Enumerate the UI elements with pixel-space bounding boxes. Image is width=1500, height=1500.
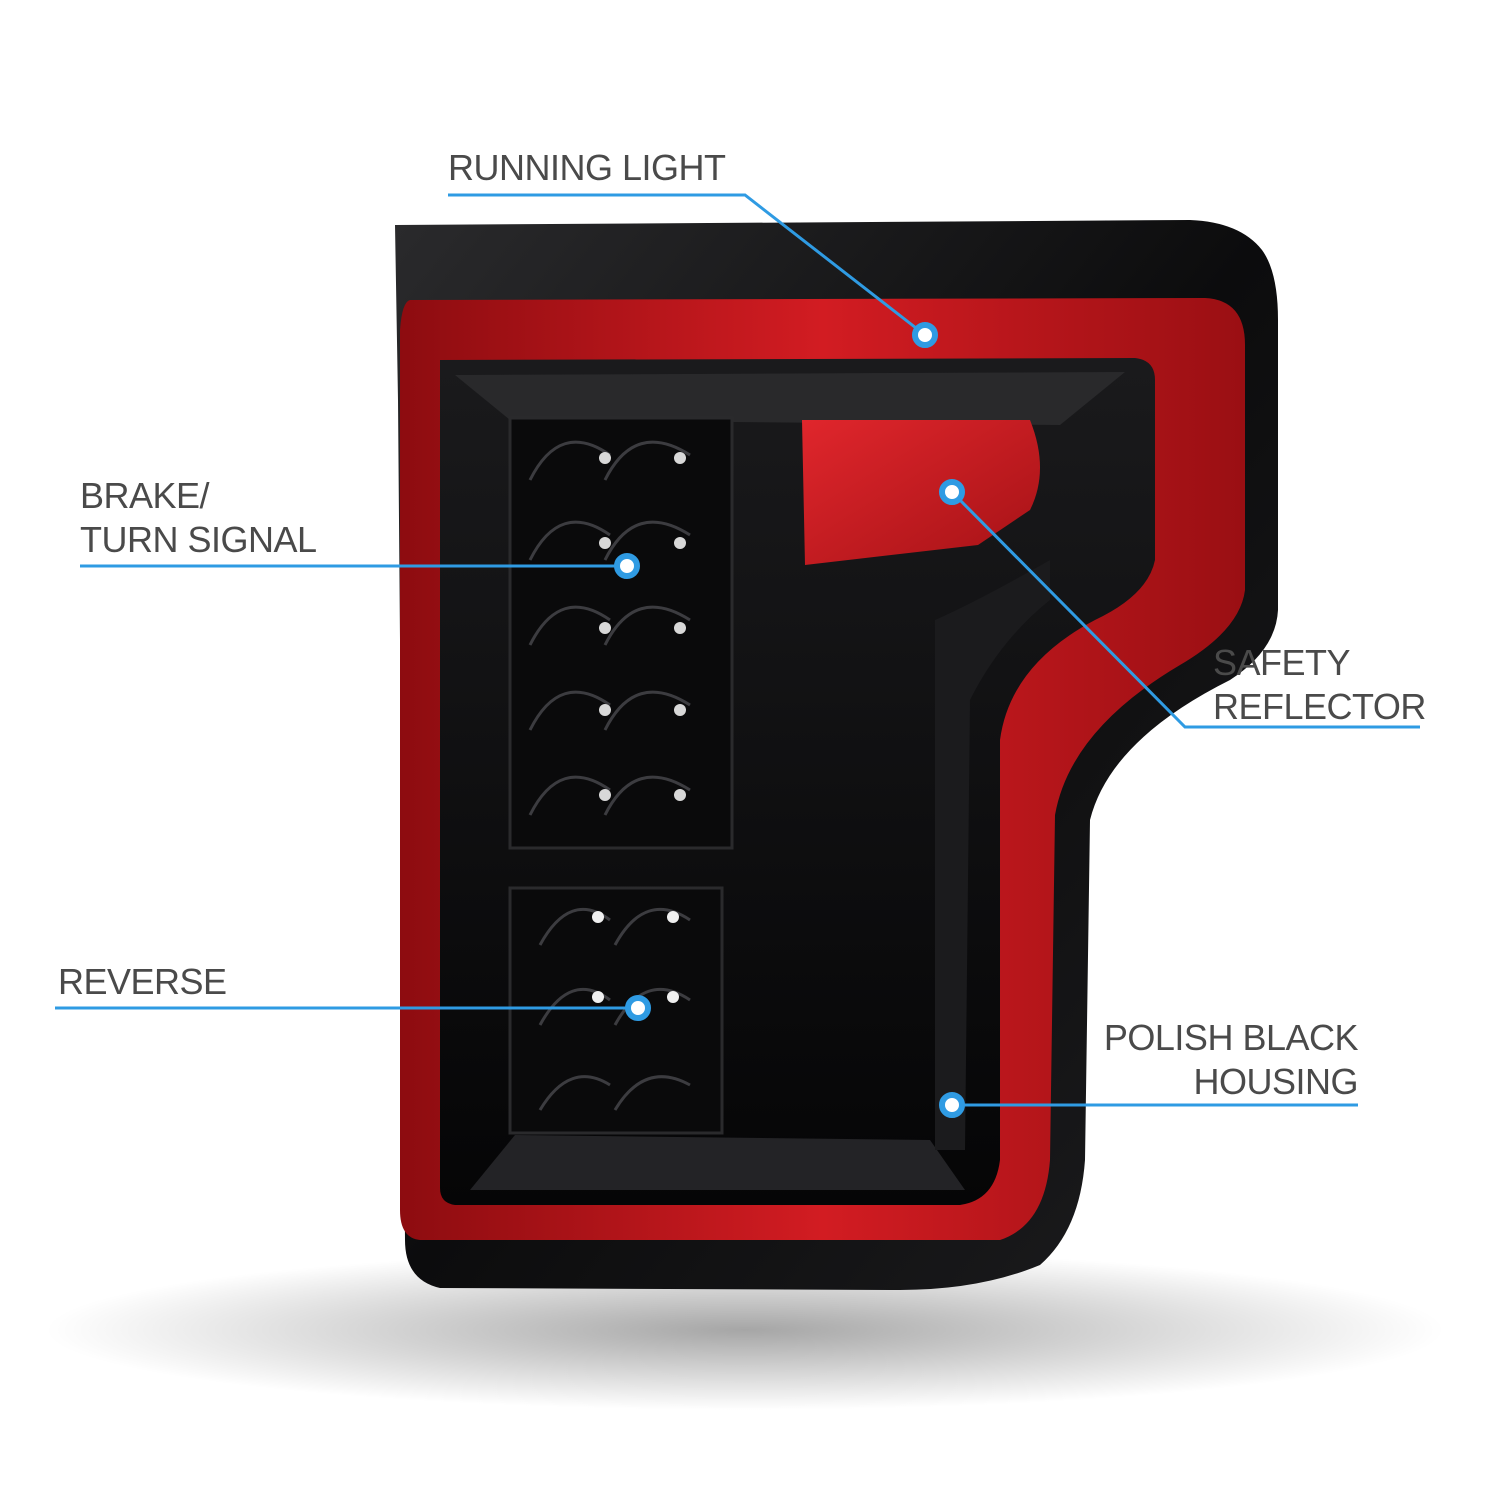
running-light-label: RUNNING LIGHT (448, 146, 726, 190)
housing-line-2: HOUSING (1193, 1061, 1358, 1102)
running-light-line-1: RUNNING LIGHT (448, 147, 726, 188)
bezel-highlight-bottom (470, 1135, 965, 1190)
brake-turn-led-module (508, 416, 734, 850)
reverse-line-1: REVERSE (58, 961, 227, 1002)
running-light-leader (448, 193, 926, 337)
running-light-dot (912, 322, 938, 348)
brake-turn-label: BRAKE/ TURN SIGNAL (80, 474, 317, 562)
brake-turn-line-1: BRAKE/ (80, 475, 210, 516)
housing-label: POLISH BLACK HOUSING (1103, 1016, 1359, 1104)
reflector-leader (950, 490, 1420, 729)
safety-reflector (802, 420, 1040, 565)
floor-shadow (45, 1250, 1445, 1410)
reverse-label: REVERSE (58, 960, 227, 1004)
safety-reflector-line-2: REFLECTOR (1213, 686, 1426, 727)
safety-reflector-line-1: SAFETY (1213, 642, 1351, 683)
safety-reflector-label: SAFETY REFLECTOR (1213, 641, 1426, 729)
housing-dot (939, 1092, 965, 1118)
bezel-highlight (455, 372, 1125, 425)
reflector-dot (939, 479, 965, 505)
brake-turn-dot (614, 553, 640, 579)
bezel-side-highlight (935, 560, 1050, 1150)
reverse-led-module (508, 886, 724, 1135)
callout-dots (614, 322, 965, 1118)
reverse-dot (625, 995, 651, 1021)
housing-line-1: POLISH BLACK (1103, 1017, 1359, 1058)
brake-turn-line-2: TURN SIGNAL (80, 519, 317, 560)
brake-led-dots (599, 452, 686, 801)
brake-led-cells (528, 440, 691, 816)
reverse-led-dots (592, 911, 679, 1003)
callout-lines (55, 193, 1420, 1107)
